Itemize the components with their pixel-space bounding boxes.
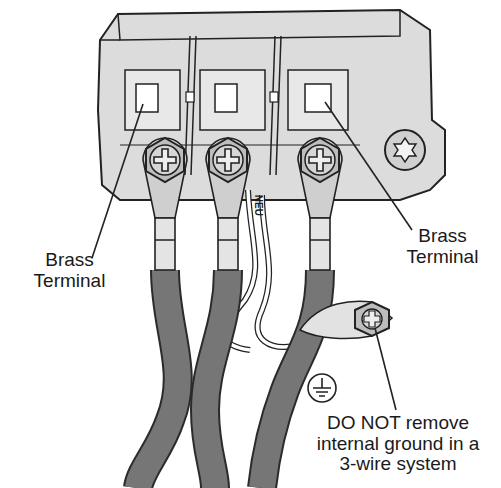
part-label: Brass Terminal: [22, 250, 117, 291]
terminal-marking: NEU: [253, 190, 264, 220]
warning-note: DO NOT remove internal ground in a 3-wir…: [310, 413, 486, 475]
part-label: Brass Terminal: [395, 226, 490, 267]
